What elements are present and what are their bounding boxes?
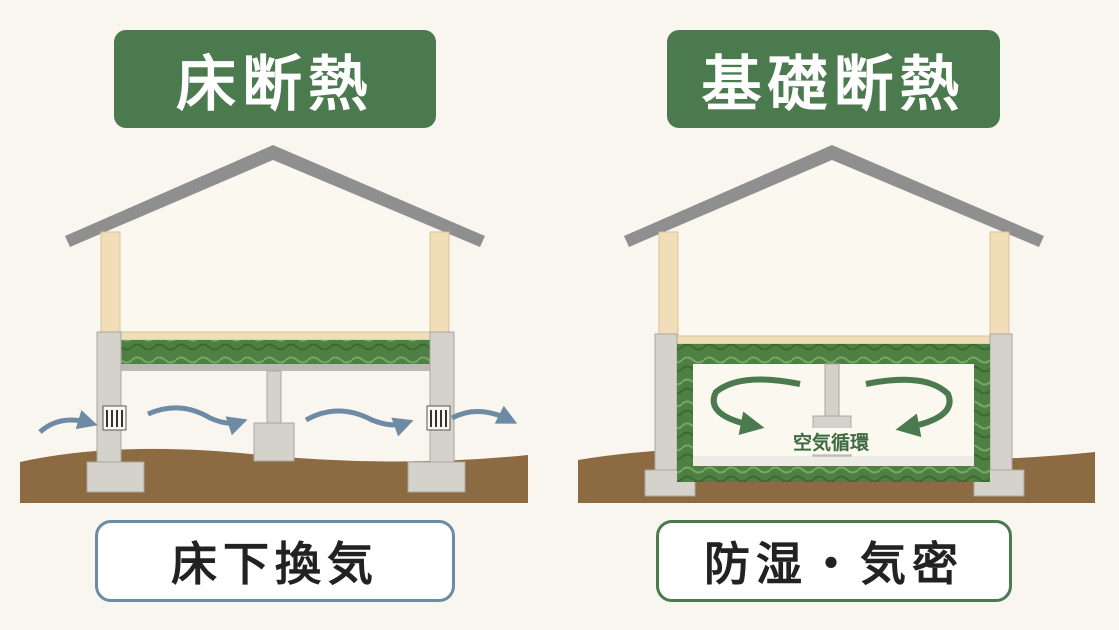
ventilation-arrow-2 — [146, 405, 248, 436]
right-foundation-wall-right — [989, 333, 1013, 473]
right-floor-board — [675, 335, 993, 345]
left-floor-joist — [120, 364, 430, 371]
left-vent-grille-left — [102, 405, 127, 431]
circulation-label-bg — [776, 428, 886, 454]
left-soil — [20, 448, 528, 503]
left-footing-right — [407, 461, 466, 493]
right-floor-post — [824, 363, 840, 417]
left-foundation-wall-left — [96, 331, 122, 463]
left-floor-insulation — [120, 340, 430, 364]
left-foundation-wall-right — [429, 331, 455, 463]
right-panel-caption: 防湿・気密 — [656, 520, 1012, 602]
left-panel-title: 床断熱 — [114, 30, 436, 128]
left-post-base — [253, 422, 295, 462]
circulation-arrow-left — [710, 376, 801, 436]
ventilation-arrow-1 — [38, 409, 98, 434]
right-panel-title: 基礎断熱 — [667, 30, 1000, 128]
right-wall-post-left — [658, 231, 679, 337]
left-house — [20, 145, 528, 503]
right-slab — [693, 456, 974, 466]
ventilation-arrow-3 — [304, 408, 414, 437]
left-wall-post-left — [100, 231, 121, 335]
ventilation-arrow-4 — [450, 405, 518, 424]
left-house-interior — [120, 160, 430, 336]
right-wall-post-right — [989, 231, 1010, 337]
right-foundation-insulation — [677, 344, 990, 482]
left-wall-post-right — [429, 231, 450, 335]
circulation-arrow-right — [865, 376, 953, 438]
left-panel-caption: 床下換気 — [95, 520, 455, 602]
left-floor-board — [117, 331, 433, 341]
left-footing-left — [86, 461, 145, 493]
right-foundation-wall-left — [654, 333, 678, 473]
right-house: 空気循環 — [578, 145, 1095, 503]
left-floor-post — [266, 370, 282, 424]
circulation-label: 空気循環 — [793, 431, 870, 454]
left-vent-grille-right — [426, 405, 451, 431]
right-house-interior — [678, 160, 990, 338]
